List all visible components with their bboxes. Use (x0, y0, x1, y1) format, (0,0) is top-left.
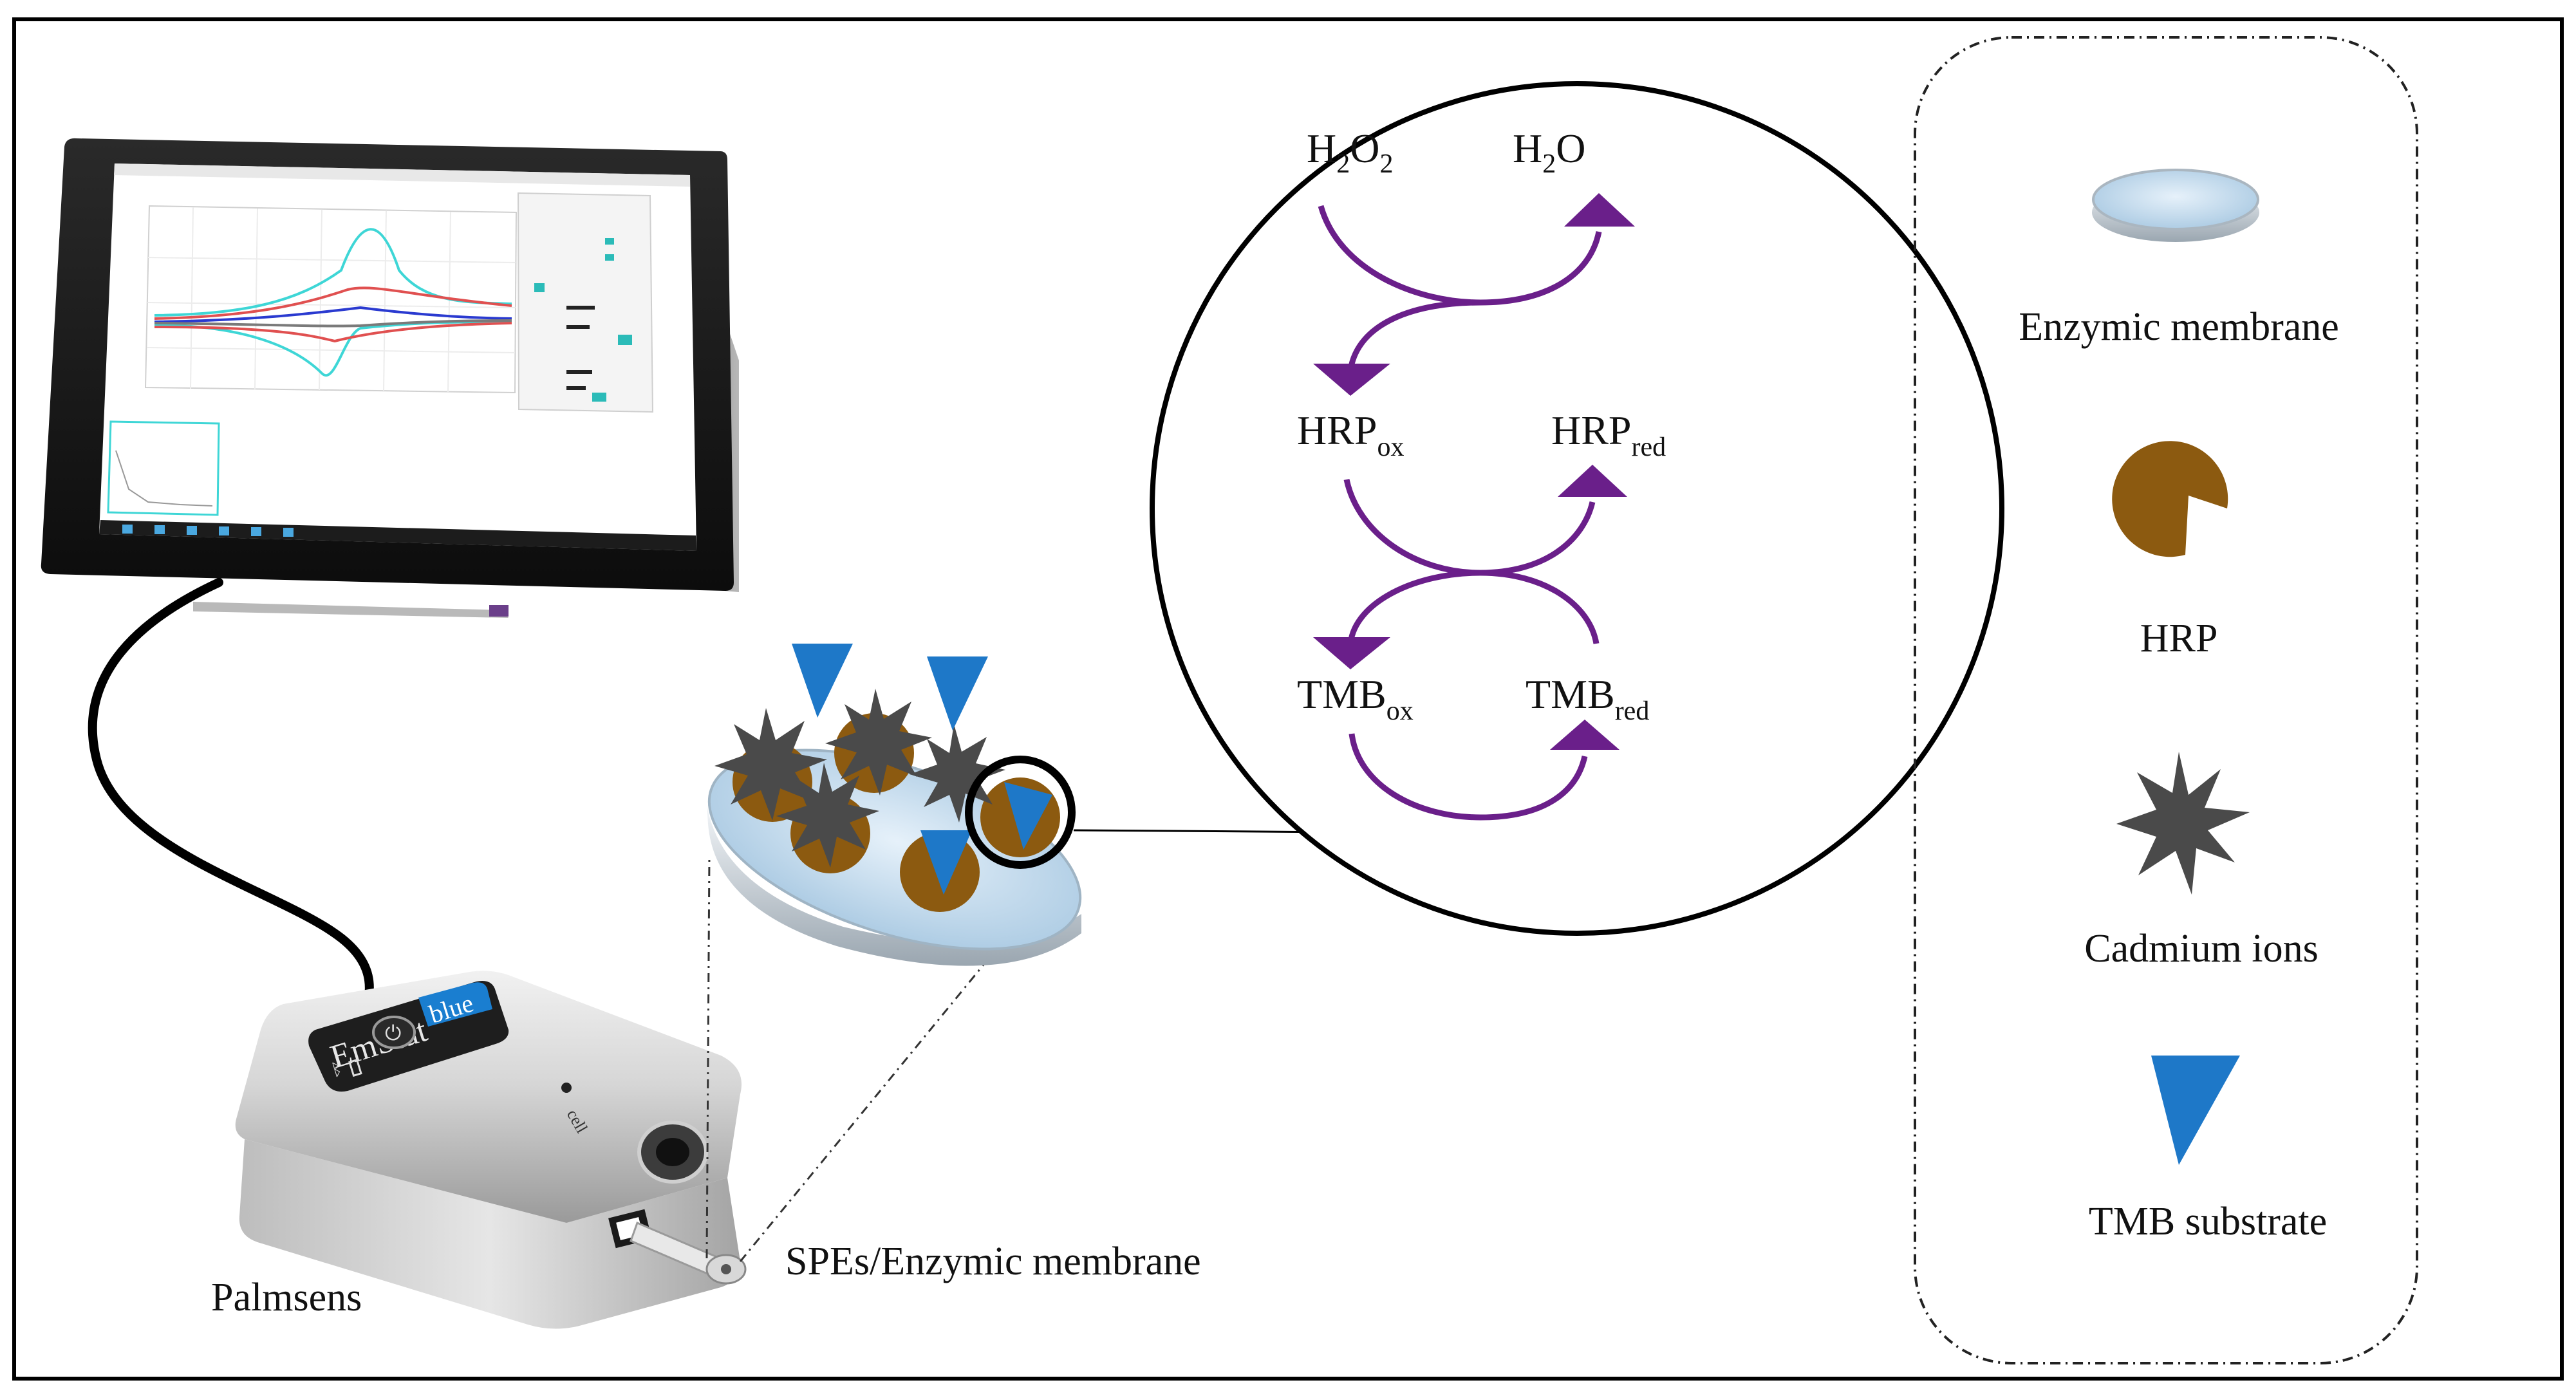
tmb-triangle-icon (2151, 1056, 2240, 1165)
legend-label-cadmium: Cadmium ions (2084, 927, 2318, 971)
disc-edge (707, 805, 1081, 966)
legend-label-tmb: TMB substrate (2089, 1200, 2327, 1243)
arrow-hrpox-down (1347, 570, 1481, 644)
arrowhead-tmbred (1550, 720, 1619, 750)
device-front-face (239, 1139, 740, 1329)
status-led (561, 1083, 572, 1093)
legend-box (1914, 36, 2418, 1364)
tablet-computer (41, 138, 739, 618)
tablet-taskbar (99, 520, 696, 551)
legend-label-hrp: HRP (2140, 617, 2218, 660)
settings-sliders (566, 306, 595, 390)
label-tmb-red: TMBred (1526, 671, 1649, 726)
label-hrp-red: HRPred (1551, 407, 1666, 462)
zoom-projection-lines (705, 855, 1005, 1262)
cycle-arrows (1318, 205, 1602, 821)
software-title-bar (114, 163, 690, 187)
hrp-pacman-icon (2112, 441, 2228, 557)
spe-electrode-strip (630, 1221, 747, 1285)
inset-plot-trace (115, 450, 213, 507)
arrowhead-tmbox (1313, 637, 1390, 669)
battery-icon (348, 1058, 362, 1077)
arrowhead-h2o (1564, 193, 1635, 227)
spe-membrane-label: SPEs/Enzymic membrane (785, 1240, 1201, 1283)
settings-controls (534, 238, 632, 402)
label-h2o2: H2O2 (1307, 126, 1393, 179)
taskbar-icons (122, 525, 294, 537)
arrow-tmb-bottom (1349, 733, 1588, 821)
cell-connector (637, 1121, 708, 1184)
potentiostat-device: EmStat blue ⏻ ᛒ cell (235, 971, 747, 1329)
arrowhead-hrpred (1558, 465, 1627, 497)
palmsens-label: Palmsens (211, 1276, 362, 1319)
arrow-tmbred-back (1480, 570, 1600, 644)
arrow-hrpred-to-h2o (1480, 231, 1602, 306)
arrowhead-hrpox (1313, 364, 1390, 396)
tmb-substrate-on-disc (792, 644, 1052, 895)
label-tmb-ox: TMBox (1297, 671, 1414, 726)
inset-plot-area (107, 420, 220, 516)
cadmium-star-icon (2116, 752, 2250, 895)
zoom-highlight-circle (965, 756, 1076, 869)
reaction-cycle-circle (1150, 81, 2004, 936)
voltammogram-curves (154, 228, 512, 377)
legend-label-membrane: Enzymic membrane (2019, 305, 2339, 349)
usb-cable (88, 578, 374, 1034)
label-h2o: H2O (1513, 126, 1585, 179)
power-icon: ⏻ (385, 1021, 401, 1045)
cycle-arrowheads (1313, 193, 1635, 750)
label-hrp-ox: HRPox (1297, 407, 1405, 462)
voltammogram-plot-area (144, 205, 518, 394)
membrane-disc-icon (2092, 169, 2259, 242)
power-button[interactable] (372, 1016, 416, 1049)
cadmium-ions-on-disc (714, 689, 1005, 868)
arrow-h2o2-to-hrpox (1318, 205, 1481, 371)
device-brand-badge (418, 982, 492, 1027)
software-right-panel (517, 192, 654, 413)
stylus-pen (193, 602, 509, 618)
